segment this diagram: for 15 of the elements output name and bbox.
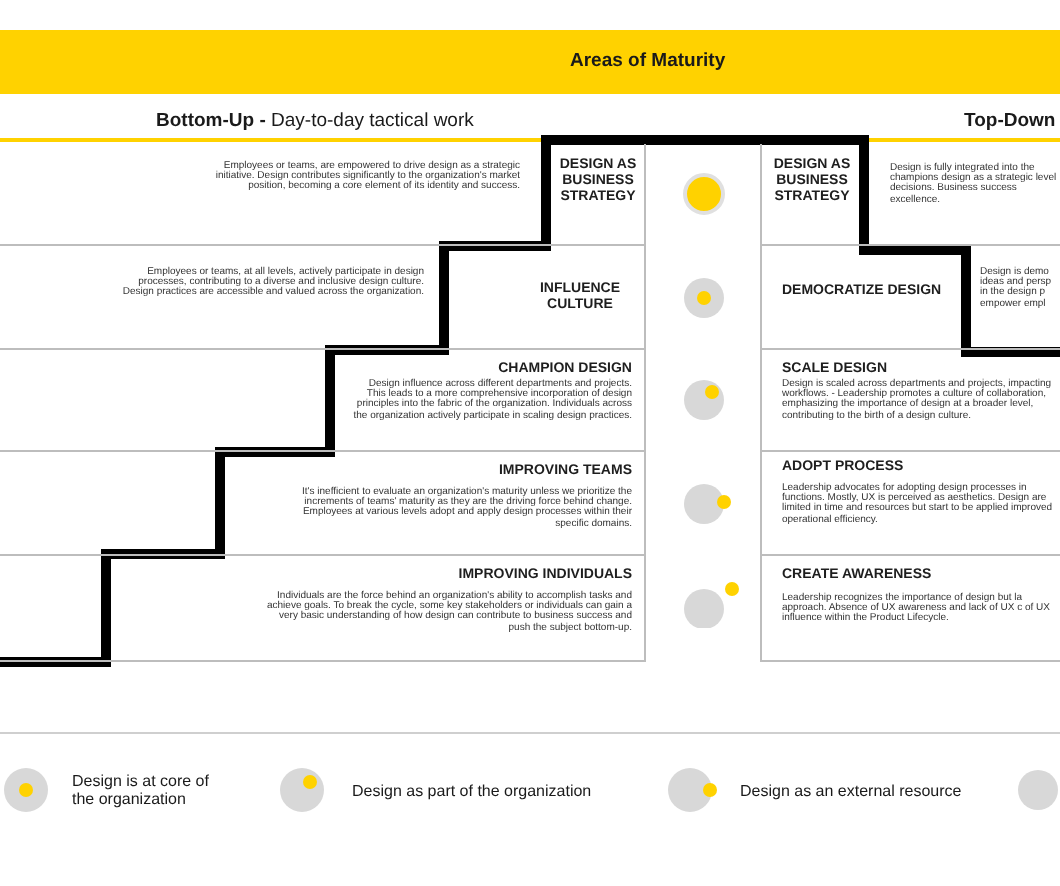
table-row <box>760 556 1060 662</box>
table-row <box>760 452 1060 556</box>
column-heading: Top-Down <box>964 110 1056 132</box>
legend-text: Design is at core of the organization <box>72 772 211 808</box>
legend-text: Design as an external resource <box>740 781 964 799</box>
table-row <box>760 246 1060 350</box>
title-text: Areas of Maturity <box>570 50 726 72</box>
table-row <box>0 350 646 452</box>
table-row <box>0 452 646 556</box>
table-row <box>0 246 646 350</box>
table-row <box>0 556 646 662</box>
table-row <box>760 144 1060 246</box>
legend-text: Design as part of the organization <box>352 781 594 799</box>
table-row <box>760 350 1060 452</box>
table-row <box>0 144 646 246</box>
